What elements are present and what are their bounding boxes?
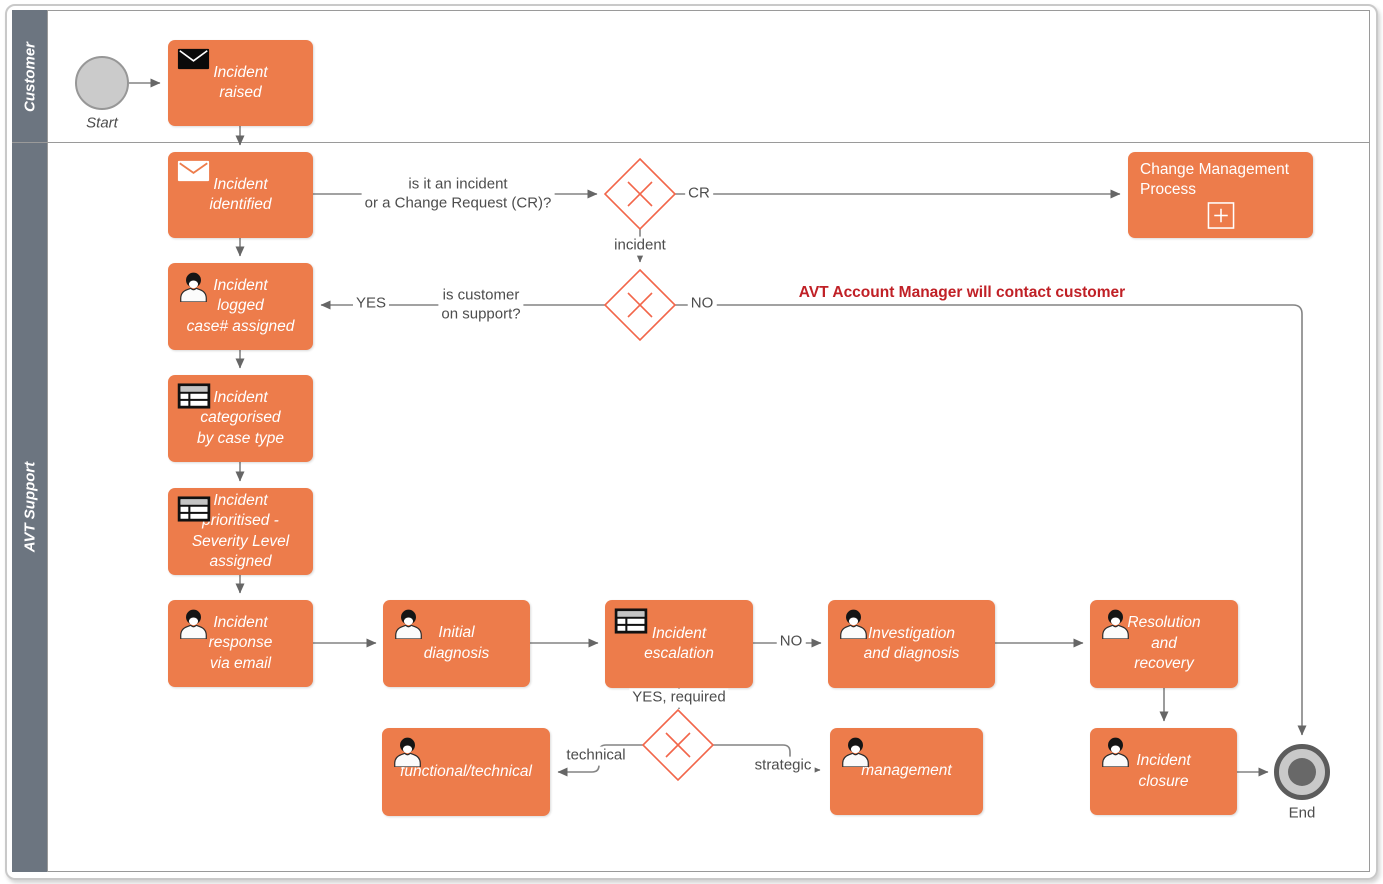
task-initial-diagnosis[interactable]: Initial diagnosis [383,600,530,687]
task-resolution-recovery[interactable]: Resolution and recovery [1090,600,1238,688]
task-label: Incident logged case# assigned [186,276,295,335]
diagram-frame [5,4,1378,880]
task-label: Incident response via email [208,613,273,672]
task-incident-categorised[interactable]: Incident categorised by case type [168,375,313,462]
task-label: Change Management Process [1140,161,1290,199]
task-label: management [861,762,952,780]
edge-label-no: NO [687,294,717,314]
end-event-label: End [1288,804,1316,822]
table-icon [177,383,211,409]
edge-label-escalation-no: NO [776,632,806,652]
task-incident-prioritised[interactable]: Incident prioritised - Severity Level as… [168,488,313,575]
task-incident-identified[interactable]: Incident identified [168,152,313,238]
task-label: Incident categorised by case type [196,388,285,447]
edge-label-customer-on-support: is customer on support? [438,286,524,324]
task-investigation-diagnosis[interactable]: Investigation and diagnosis [828,600,995,688]
person-icon [177,608,210,639]
task-incident-response[interactable]: Incident response via email [168,600,313,687]
edge-label-yes: YES [352,294,390,314]
task-label: functional/technical [400,762,532,780]
start-event-label: Start [86,114,118,132]
start-event-circle[interactable] [75,56,129,110]
envelope-filled-icon [177,48,210,70]
gateway-incident-or-cr[interactable] [603,157,677,231]
edge-label-strategic: strategic [751,756,815,776]
person-icon [391,736,424,767]
subprocess-plus-icon [1207,202,1234,229]
task-management[interactable]: management [830,728,983,815]
task-label: Incident identified [209,175,272,213]
edge-label-incident-or-cr: is it an incident or a Change Request (C… [361,175,555,213]
task-label: Investigation and diagnosis [863,624,960,662]
person-icon [177,271,210,302]
flow-gateway2-no-to-end [675,304,1307,736]
task-incident-closure[interactable]: Incident closure [1090,728,1237,815]
account-manager-note: AVT Account Manager will contact custome… [798,284,1126,301]
gateway-escalation-type[interactable] [641,708,715,782]
person-icon [1099,608,1132,639]
task-label: Incident prioritised - Severity Level as… [191,491,290,570]
table-icon [614,608,648,634]
end-event-circle[interactable] [1274,744,1330,800]
lane-divider [12,142,1370,143]
task-incident-raised[interactable]: Incident raised [168,40,313,126]
task-label: Incident escalation [644,624,714,662]
edge-label-incident: incident [611,236,669,256]
task-label: Resolution and recovery [1127,614,1201,673]
gateway-customer-on-support[interactable] [603,268,677,342]
task-label: Initial diagnosis [423,624,490,662]
person-icon [839,736,872,767]
task-label: Incident raised [213,63,268,101]
lane-header-bar [12,10,48,872]
edge-label-technical: technical [563,746,629,766]
person-icon [837,608,870,639]
envelope-white-icon [177,160,210,182]
task-functional-technical[interactable]: functional/technical [382,728,550,816]
edge-label-yes-required: YES, required [629,688,729,708]
task-incident-escalation[interactable]: Incident escalation [605,600,753,688]
edge-label-cr: CR [685,184,713,204]
task-label: Incident closure [1136,752,1191,790]
person-icon [1099,736,1132,767]
task-change-management-process[interactable]: Change Management Process [1128,152,1313,238]
person-icon [392,608,425,639]
table-icon [177,496,211,522]
task-incident-logged[interactable]: Incident logged case# assigned [168,263,313,350]
